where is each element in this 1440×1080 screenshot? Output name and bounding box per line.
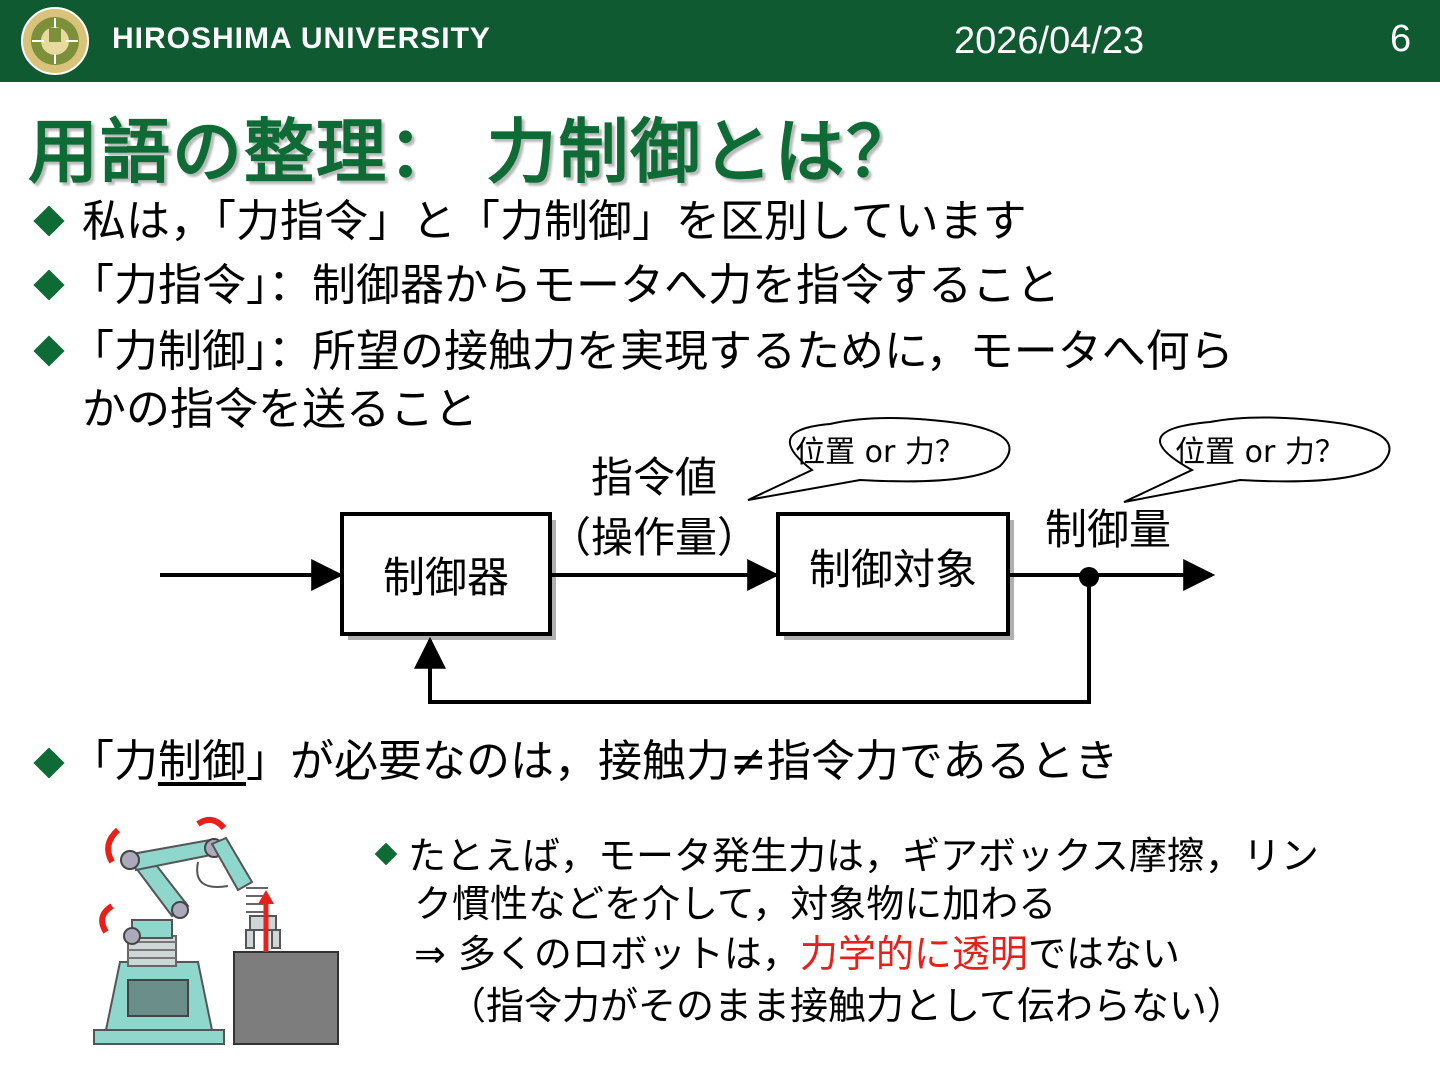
university-name: HIROSHIMA UNIVERSITY: [112, 22, 491, 55]
speech-bubble-1: [747, 417, 1011, 501]
bullet-4-underlined: 制御: [158, 736, 246, 787]
plant-label: 制御対象: [809, 545, 977, 594]
bullet-1: 私は，「力指令」と「力制御」を区別しています: [82, 196, 1027, 247]
example-line-3: ⇒ 多くのロボットは，力学的に透明ではない: [414, 932, 1180, 978]
bubble-2-text: 位置 or 力？: [1175, 435, 1345, 470]
example-line-3-prefix: ⇒ 多くのロボットは，: [414, 932, 800, 976]
controller-box: [340, 512, 552, 636]
bullet-3-continuation: かの指令を送ること: [82, 384, 478, 435]
feedback-path: [414, 577, 1091, 704]
header-bar: HIROSHIMA UNIVERSITY 2026/04/23 6: [0, 0, 1440, 82]
bullet-4-suffix: 」が必要なのは，接触力≠指令力であるとき: [246, 736, 1119, 787]
example-line-4: （指令力がそのまま接触力として伝わらない）: [448, 984, 1245, 1028]
manipulated-label: （操作量）: [549, 513, 759, 562]
bullet-3: 「力制御」：所望の接触力を実現するために，モータへ何ら: [70, 326, 1234, 377]
slide-date: 2026/04/23: [954, 20, 1145, 62]
university-seal-icon: [21, 7, 89, 75]
target-object: [233, 951, 339, 1045]
speech-bubble-2: [1123, 416, 1391, 503]
plant-box: [776, 512, 1010, 636]
slide-title: 用語の整理： 力制御とは？: [28, 111, 919, 193]
bubble-1-text: 位置 or 力？: [795, 435, 965, 470]
page-number: 6: [1390, 18, 1412, 60]
example-line-1: たとえば，モータ発生力は，ギアボックス摩擦，リン: [408, 834, 1319, 878]
bullet-4-prefix: 「力: [70, 736, 158, 787]
example-line-2: ク慣性などを介して，対象物に加わる: [414, 882, 1057, 926]
highlight-red-text: 力学的に透明: [799, 932, 1028, 976]
robot-arm-illustration: [93, 816, 339, 1045]
example-line-3-suffix: ではない: [1027, 932, 1180, 976]
command-label: 指令値: [591, 453, 717, 502]
bullet-4: 「力制御」が必要なのは，接触力≠指令力であるとき: [70, 736, 1118, 789]
controller-label: 制御器: [383, 553, 509, 602]
bullet-2: 「力指令」：制御器からモータへ力を指令すること: [70, 260, 1060, 311]
output-label: 制御量: [1045, 505, 1171, 554]
